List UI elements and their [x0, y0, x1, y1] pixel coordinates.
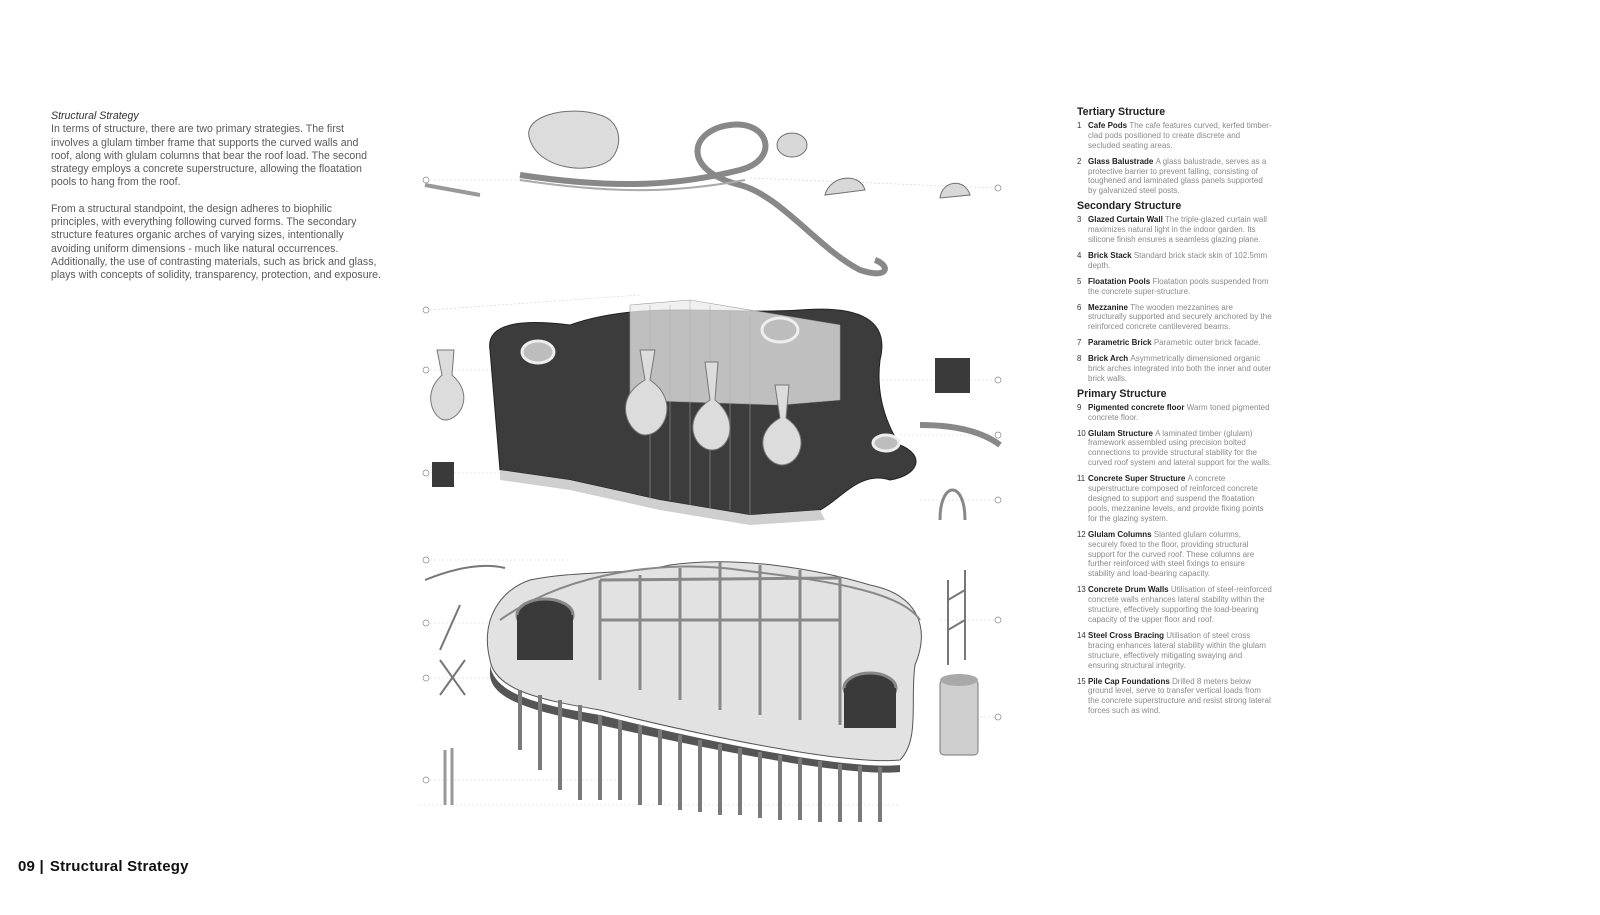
legend-item: 2 Glass Balustrade A glass balustrade, s…: [1077, 157, 1272, 197]
intro-text: Structural Strategy In terms of structur…: [51, 110, 381, 283]
legend-description: Warm toned pigmented concrete floor.: [1088, 402, 1270, 422]
legend-number: 2: [1077, 156, 1082, 166]
page-number: 09 |: [18, 858, 44, 875]
legend-description: Standard brick stack skin of 102.5mm dep…: [1088, 250, 1268, 270]
legend-item: 11 Concrete Super Structure A concrete s…: [1077, 474, 1272, 524]
legend-section-title: Secondary Structure: [1077, 200, 1182, 213]
legend-description: A laminated timber (glulam) framework as…: [1088, 428, 1272, 468]
legend-item: 12 Glulam Columns Slanted glulam columns…: [1077, 530, 1272, 580]
legend-number: 10: [1077, 428, 1086, 438]
legend-number: 4: [1077, 250, 1082, 260]
legend-name: Floatation Pools: [1088, 276, 1153, 286]
brick-stack-sample: [935, 358, 970, 393]
legend-section-title: Tertiary Structure: [1077, 106, 1166, 118]
legend-description: Utilisation of steel-reinforced concrete…: [1088, 585, 1272, 624]
legend-item: 4 Brick Stack Standard brick stack skin …: [1077, 251, 1272, 271]
legend-description: The wooden mezzanines are structurally s…: [1088, 302, 1272, 332]
page-footer: 09 | Structural Strategy: [18, 858, 195, 875]
legend-name: Brick Arch: [1088, 354, 1131, 364]
legend-section-secondary: Secondary Structure 3 Glazed Curtain Wal…: [1077, 200, 1272, 384]
legend-name: Steel Cross Bracing: [1088, 630, 1167, 640]
legend-name: Parametric Brick: [1088, 338, 1154, 348]
legend-number: 11: [1077, 474, 1086, 484]
legend-name: Brick Stack: [1088, 250, 1134, 260]
legend-number: 3: [1077, 215, 1082, 225]
legend-description: Slanted glulam columns, securely fixed t…: [1088, 529, 1255, 579]
legend-item: 15 Pile Cap Foundations Drilled 8 meters…: [1077, 677, 1272, 717]
legend-section-tertiary: Tertiary Structure 1 Cafe Pods The cafe …: [1077, 106, 1272, 197]
legend-number: 12: [1077, 529, 1086, 539]
legend-number: 13: [1077, 585, 1086, 595]
intro-paragraph-2: From a structural standpoint, the design…: [51, 202, 381, 282]
legend-description: The cafe features curved, kerfed timber-…: [1088, 120, 1272, 150]
legend-item: 1 Cafe Pods The cafe features curved, ke…: [1077, 121, 1272, 151]
legend-name: Pigmented concrete floor: [1088, 402, 1187, 412]
legend-name: Concrete Drum Walls: [1088, 585, 1171, 595]
page-title: Structural Strategy: [49, 858, 189, 875]
legend-number: 1: [1077, 120, 1082, 130]
legend-section-title: Primary Structure: [1077, 387, 1167, 400]
legend-description: The triple-glazed curtain wall maximizes…: [1088, 215, 1267, 244]
legend-name: Mezzanine: [1088, 302, 1131, 312]
legend-item: 13 Concrete Drum Walls Utilisation of st…: [1077, 585, 1272, 625]
legend-number: 7: [1077, 338, 1082, 348]
legend-description: Parametric outer brick facade.: [1153, 338, 1261, 348]
legend-item: 10 Glulam Structure A laminated timber (…: [1077, 429, 1272, 469]
callout-markers: [422, 176, 1002, 784]
legend-number: 8: [1077, 354, 1082, 364]
legend-description: Asymmetrically dimensioned organic brick…: [1088, 354, 1272, 383]
legend-item: 9 Pigmented concrete floor Warm toned pi…: [1077, 403, 1272, 423]
legend-number: 5: [1077, 276, 1082, 286]
legend-item: 6 Mezzanine The wooden mezzanines are st…: [1077, 303, 1272, 333]
legend-number: 6: [1077, 302, 1082, 312]
intro-paragraph-1: In terms of structure, there are two pri…: [51, 123, 368, 189]
legend-section-primary: Primary Structure 9 Pigmented concrete f…: [1077, 387, 1272, 717]
legend-name: Glulam Columns: [1088, 529, 1154, 539]
structure-legend: Tertiary Structure 1 Cafe Pods The cafe …: [1077, 106, 1272, 722]
legend-item: 7 Parametric Brick Parametric outer bric…: [1077, 338, 1272, 348]
legend-description: Drilled 8 meters below ground level, ser…: [1088, 676, 1271, 716]
primary-layer: [424, 561, 979, 822]
legend-item: 3 Glazed Curtain Wall The triple-glazed …: [1077, 215, 1272, 245]
legend-description: Utilisation of steel cross bracing enhan…: [1088, 630, 1266, 670]
legend-name: Concrete Super Structure: [1088, 474, 1188, 484]
tertiary-layer: [424, 110, 971, 277]
legend-item: 5 Floatation Pools Floatation pools susp…: [1077, 277, 1272, 297]
legend-number: 14: [1077, 630, 1086, 640]
legend-description: Floatation pools suspended from the conc…: [1088, 276, 1269, 296]
legend-description: A glass balustrade, serves as a protecti…: [1088, 156, 1267, 196]
legend-item: 14 Steel Cross Bracing Utilisation of st…: [1077, 631, 1272, 671]
exploded-axonometric-diagram: [420, 110, 1002, 822]
legend-number: 15: [1077, 676, 1086, 686]
legend-item: 8 Brick Arch Asymmetrically dimensioned …: [1077, 354, 1272, 384]
legend-name: Cafe Pods: [1088, 120, 1130, 130]
legend-description: A concrete superstructure composed of re…: [1088, 474, 1264, 523]
legend-name: Pile Cap Foundations: [1088, 676, 1173, 686]
secondary-layer: [430, 299, 1002, 525]
legend-number: 9: [1077, 402, 1082, 412]
intro-heading: Structural Strategy: [51, 110, 139, 122]
legend-name: Glulam Structure: [1088, 428, 1156, 438]
legend-name: Glazed Curtain Wall: [1088, 215, 1166, 225]
legend-name: Glass Balustrade: [1088, 156, 1156, 166]
